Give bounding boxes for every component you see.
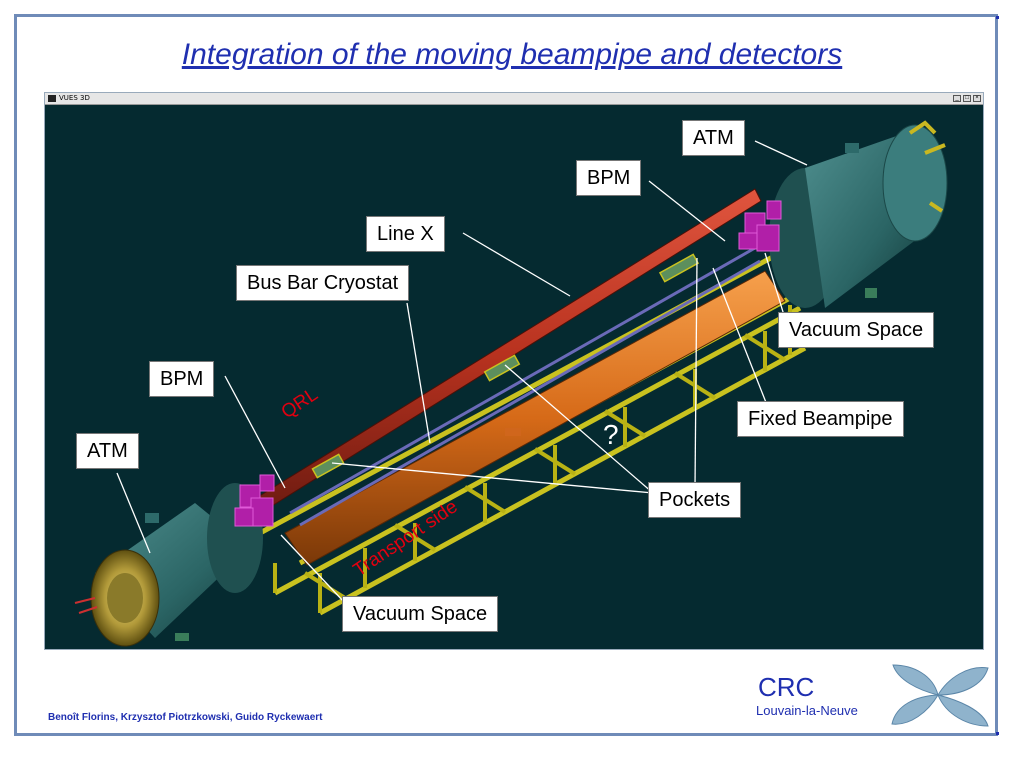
main-cryostat (284, 270, 786, 566)
label-atm-top: ATM (682, 120, 745, 156)
maximize-icon[interactable]: □ (963, 95, 971, 102)
label-vacuum-space-right: Vacuum Space (778, 312, 935, 348)
label-bpm-left: BPM (149, 361, 215, 397)
bracket (505, 428, 521, 436)
label-bus-bar-cryostat: Bus Bar Cryostat (236, 265, 410, 301)
label-atm-left: ATM (76, 433, 139, 469)
vacuum-left (234, 474, 275, 527)
cryostat-3d-scene (74, 120, 948, 647)
vacuum-right (738, 200, 782, 252)
slide-frame (14, 14, 998, 736)
atm-left (74, 483, 263, 647)
pockets-detail (311, 253, 700, 479)
footer-authors: Benoît Florins, Krzysztof Piotrzkowski, … (48, 712, 323, 723)
label-fixed-beampipe: Fixed Beampipe (737, 401, 904, 437)
slide-title: Integration of the moving beampipe and d… (181, 38, 843, 71)
leader-lines (116, 140, 808, 604)
cad-viewport: VUES 3D _ □ × (44, 92, 984, 650)
corner-dot (996, 732, 999, 735)
org-name: CRC (758, 672, 815, 702)
label-pockets: Pockets (648, 482, 742, 518)
minimize-icon[interactable]: _ (953, 95, 961, 102)
crc-logo (891, 664, 989, 727)
label-bpm-top: BPM (576, 160, 642, 196)
question-mark: ? (603, 419, 619, 450)
atm-right (769, 120, 948, 308)
app-icon (48, 95, 56, 102)
org-location: Louvain-la-Neuve (756, 703, 858, 718)
cad-window-title: VUES 3D (59, 94, 90, 102)
close-icon[interactable]: × (973, 95, 981, 102)
label-line-x: Line X (366, 216, 445, 252)
label-vacuum-space-bottom: Vacuum Space (342, 596, 499, 632)
corner-dot (996, 16, 999, 19)
cad-title-bar: VUES 3D _ □ × (45, 93, 983, 105)
